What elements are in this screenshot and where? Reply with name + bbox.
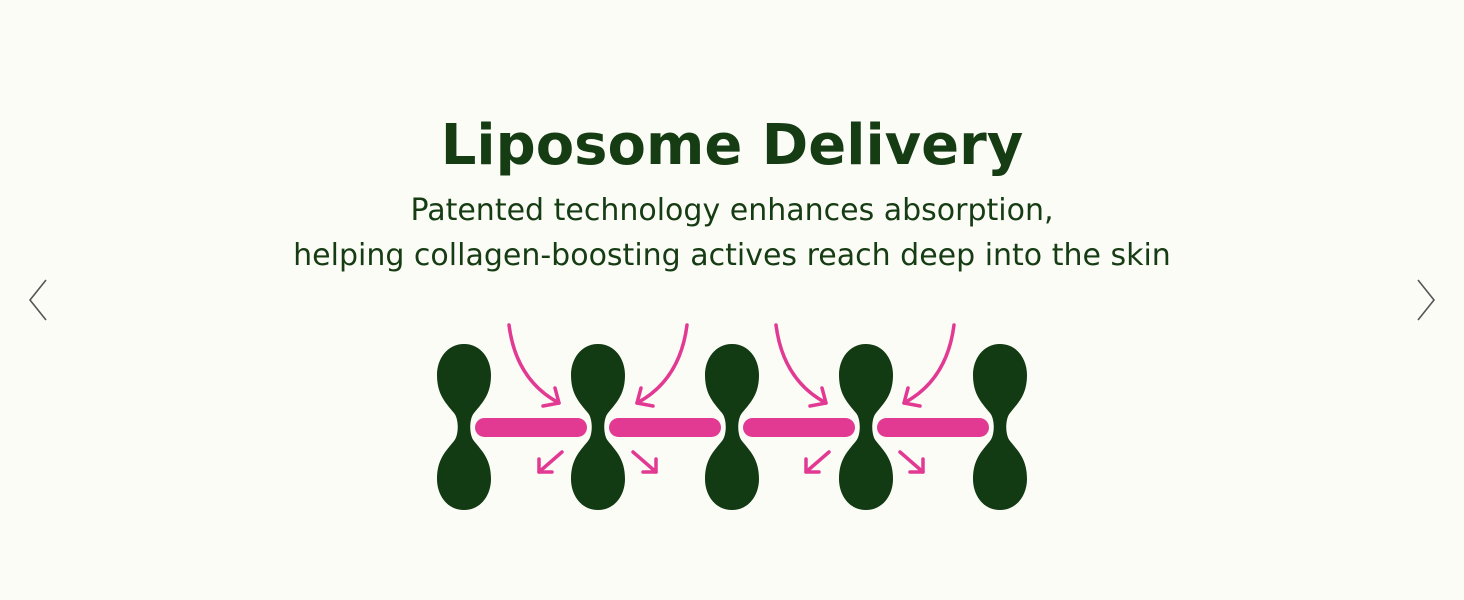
arrow-in [507, 323, 561, 408]
slide-title: Liposome Delivery [440, 113, 1024, 178]
arrow-in [635, 323, 689, 408]
arrow-in [902, 323, 956, 408]
bilayer-bar [743, 418, 855, 437]
chevron-right-icon [1417, 279, 1436, 321]
arrow-out [804, 450, 831, 474]
carousel-prev-button[interactable] [14, 276, 62, 324]
arrow-out [537, 450, 564, 474]
bilayer-bars [475, 418, 989, 437]
bilayer-bar [609, 418, 721, 437]
slide-subtitle-line-2: helping collagen-boosting actives reach … [293, 238, 1171, 273]
carousel-next-button[interactable] [1402, 276, 1450, 324]
arrow-in [774, 323, 828, 408]
incoming-arrows [507, 323, 956, 408]
liposome-diagram [437, 323, 1027, 510]
slide-subtitle-line-1: Patented technology enhances absorption, [410, 193, 1054, 228]
bilayer-bar [877, 418, 989, 437]
arrow-out [898, 450, 925, 474]
outgoing-arrows [537, 450, 925, 474]
bilayer-bar [475, 418, 587, 437]
liposome-illustration [420, 310, 1044, 520]
arrow-out [631, 450, 658, 474]
chevron-left-icon [28, 279, 47, 321]
